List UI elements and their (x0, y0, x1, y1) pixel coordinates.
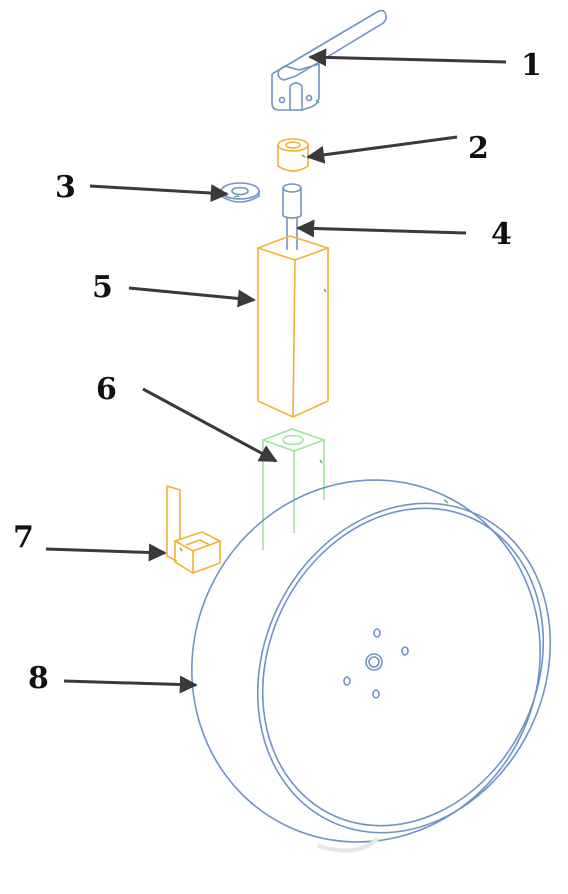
arrow-4 (296, 219, 467, 238)
arrow-6 (142, 387, 278, 463)
arrow-2 (306, 135, 458, 164)
arrow-8 (63, 675, 198, 694)
callout-label-5: 5 (92, 270, 113, 305)
callout-label-7: 7 (13, 520, 34, 555)
part-8-wheel (191, 479, 552, 843)
arrow-1 (308, 48, 507, 67)
arrow-5 (128, 286, 256, 308)
watermark-arc (317, 836, 380, 853)
part-5-square-tube (255, 235, 331, 418)
callout-label-2: 2 (468, 131, 489, 166)
arrow-7 (45, 543, 167, 562)
part-4-pin (282, 183, 302, 250)
callout-label-6: 6 (96, 372, 117, 407)
callout-label-8: 8 (28, 661, 49, 696)
callout-label-4: 4 (491, 217, 512, 252)
callout-label-1: 1 (521, 48, 542, 83)
callout-label-3: 3 (55, 170, 76, 205)
part-7-bracket (166, 485, 223, 574)
callout-arrows (45, 48, 507, 694)
part-1-handle (271, 9, 387, 112)
arrow-3 (89, 184, 229, 203)
part-6-square-post (260, 428, 327, 550)
part-2-bushing (277, 138, 309, 172)
model-accent-marks (179, 99, 449, 552)
